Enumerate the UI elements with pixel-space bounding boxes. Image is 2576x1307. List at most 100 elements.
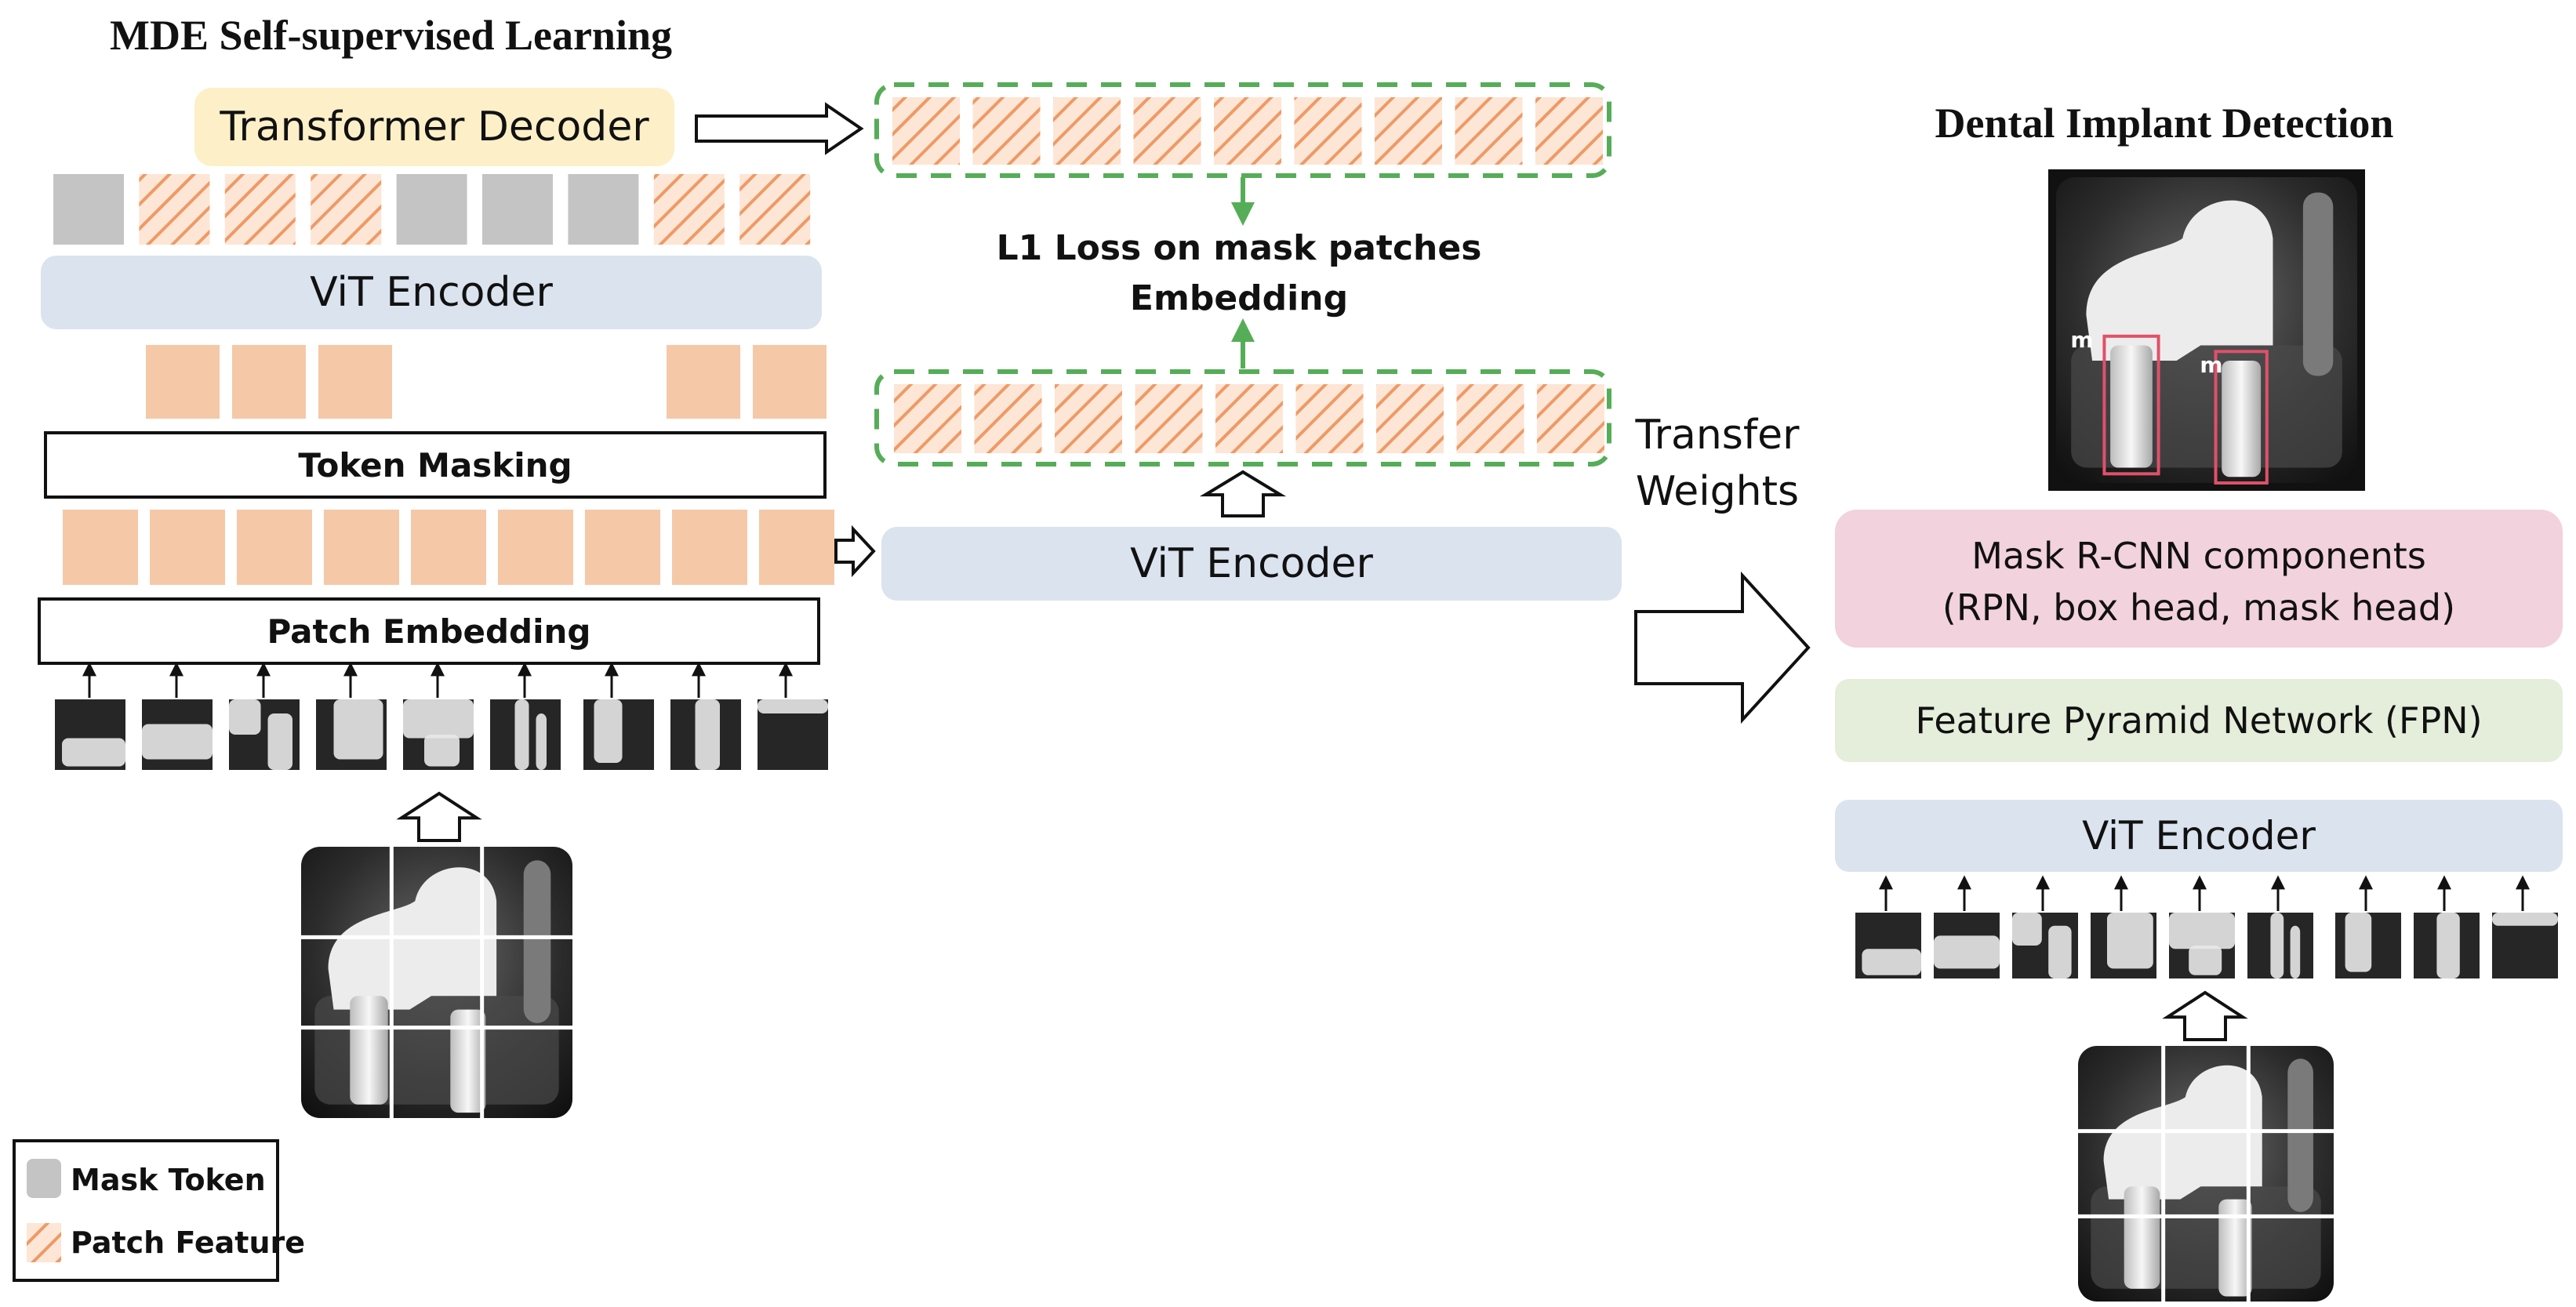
image-patch-right-5-tissue-0 bbox=[2270, 913, 2284, 978]
reconstructed-patch-2 bbox=[1053, 97, 1121, 165]
mask-token-6 bbox=[568, 174, 639, 245]
image-patch-right-2-tissue-0 bbox=[2012, 913, 2042, 946]
xray-detection-output-detection-box-1 bbox=[2214, 350, 2269, 485]
image-patch-right-4 bbox=[2169, 913, 2235, 978]
right-section-title: Dental Implant Detection bbox=[1935, 100, 2394, 147]
target-patch-4 bbox=[1215, 384, 1283, 453]
decoded-patch-token-7 bbox=[653, 174, 725, 245]
patch-embedding-token-1 bbox=[150, 510, 225, 585]
target-patch-0 bbox=[894, 384, 961, 453]
visible-embedding-2 bbox=[318, 345, 392, 419]
xray-detection-output-root bbox=[2302, 192, 2334, 376]
target-patch-8 bbox=[1537, 384, 1604, 453]
reconstructed-patch-3 bbox=[1133, 97, 1201, 165]
encoder-to-target-arrow bbox=[1199, 470, 1287, 517]
decoded-patch-token-3 bbox=[311, 174, 382, 245]
loss-label-line1: L1 Loss on mask patches bbox=[996, 227, 1482, 268]
image-patch-left-1 bbox=[142, 699, 213, 770]
visible-embedding-0 bbox=[146, 345, 220, 419]
image-patch-left-4 bbox=[403, 699, 474, 770]
xray-image-left bbox=[301, 847, 572, 1118]
reconstructed-patch-4 bbox=[1214, 97, 1281, 165]
xray-detection-output bbox=[2056, 177, 2357, 485]
patch-embedding-box bbox=[38, 597, 820, 665]
mask-rcnn-label-line1: Mask R-CNN components bbox=[1971, 535, 2426, 577]
image-patch-left-7-tissue-0 bbox=[695, 699, 720, 770]
vit-encoder-box-right bbox=[1835, 800, 2563, 872]
patch-embedding-token-2 bbox=[237, 510, 312, 585]
detection-tag-1: m bbox=[2070, 326, 2094, 353]
target-patch-2 bbox=[1055, 384, 1122, 453]
loss-label-line2: Embedding bbox=[1129, 278, 1349, 318]
reconstructed-patch-5 bbox=[1294, 97, 1362, 165]
image-patch-right-6 bbox=[2335, 913, 2401, 978]
embedding-to-encoder-arrow bbox=[834, 525, 876, 578]
visible-embedding-1 bbox=[232, 345, 306, 419]
xray-detection-output-crown bbox=[2086, 200, 2273, 361]
reconstructed-patch-0 bbox=[892, 97, 960, 165]
token-masking-label: Token Masking bbox=[298, 445, 572, 485]
decoder-output-arrow bbox=[695, 102, 864, 155]
image-patch-right-2-tissue-1 bbox=[2048, 925, 2072, 978]
target-patch-3 bbox=[1135, 384, 1203, 453]
mask-rcnn-label-line2: (RPN, box head, mask head) bbox=[1942, 586, 2456, 629]
vit-encoder-label-middle: ViT Encoder bbox=[1130, 540, 1373, 587]
image-patch-left-2-tissue-1 bbox=[267, 713, 292, 770]
reconstructed-patch-1 bbox=[972, 97, 1041, 165]
image-patch-right-4-tissue-1 bbox=[2189, 946, 2222, 975]
transfer-label-line2: Weights bbox=[1635, 468, 1800, 515]
image-patch-right-4-tissue-0 bbox=[2169, 913, 2235, 949]
image-patch-left-5-tissue-1 bbox=[536, 713, 547, 770]
visible-embedding-7 bbox=[667, 345, 740, 419]
vit-encoder-box-middle bbox=[881, 527, 1622, 601]
transfer-label-line1: Transfer bbox=[1635, 412, 1800, 459]
image-patch-left-2 bbox=[229, 699, 300, 770]
xray-detection-output-detection-box-0 bbox=[2102, 334, 2160, 476]
image-patch-left-0 bbox=[55, 699, 125, 770]
image-patch-left-3-tissue-0 bbox=[333, 699, 383, 760]
mask-token-5 bbox=[482, 174, 553, 245]
xray-detection-output-implant-1 bbox=[2222, 361, 2262, 477]
transformer-decoder-box bbox=[194, 88, 674, 166]
mask-token-0 bbox=[53, 174, 124, 245]
image-patch-left-5 bbox=[490, 699, 561, 770]
image-patch-left-6 bbox=[583, 699, 654, 770]
decoded-patch-token-1 bbox=[139, 174, 210, 245]
vit-encoder-box-left bbox=[41, 256, 822, 329]
reconstructed-patch-6 bbox=[1375, 97, 1442, 165]
patch-embedding-token-5 bbox=[498, 510, 573, 585]
image-patch-right-0 bbox=[1855, 913, 1921, 978]
image-patch-right-7-tissue-0 bbox=[2436, 913, 2460, 978]
patch-embedding-token-6 bbox=[585, 510, 660, 585]
xray-image-right-implant-0 bbox=[2124, 1186, 2160, 1289]
xray-image-left-implant-0 bbox=[350, 996, 388, 1105]
vit-encoder-label-right: ViT Encoder bbox=[2082, 813, 2316, 859]
transfer-weights-arrow bbox=[1634, 571, 1811, 724]
left-section-title: MDE Self-supervised Learning bbox=[110, 12, 673, 59]
image-patch-right-8 bbox=[2492, 913, 2558, 978]
image-patch-right-0-tissue-0 bbox=[1862, 949, 1921, 975]
legend-mask-token-swatch bbox=[27, 1159, 61, 1198]
image-patch-right-5-tissue-1 bbox=[2290, 925, 2301, 978]
image-patch-left-5-tissue-0 bbox=[514, 699, 529, 770]
image-patch-right-8-tissue-0 bbox=[2492, 913, 2558, 926]
visible-embedding-8 bbox=[753, 345, 827, 419]
image-patch-left-2-tissue-0 bbox=[229, 699, 261, 735]
xray-image-left-root bbox=[523, 860, 551, 1023]
mask-token-4 bbox=[396, 174, 467, 245]
fpn-box bbox=[1835, 679, 2563, 762]
fpn-label: Feature Pyramid Network (FPN) bbox=[1915, 699, 2483, 742]
patch-embedding-label: Patch Embedding bbox=[267, 612, 591, 651]
patch-embedding-token-4 bbox=[411, 510, 486, 585]
patch-embedding-token-7 bbox=[672, 510, 747, 585]
image-patch-left-8-tissue-0 bbox=[758, 699, 828, 713]
detection-tag-2: m bbox=[2200, 351, 2223, 378]
image-patch-left-3 bbox=[316, 699, 387, 770]
image-patch-right-3-tissue-0 bbox=[2107, 913, 2153, 969]
image-patch-right-5 bbox=[2247, 913, 2313, 978]
reconstructed-patch-8 bbox=[1535, 97, 1603, 165]
token-masking-box bbox=[44, 431, 827, 499]
transformer-decoder-label: Transformer Decoder bbox=[220, 103, 649, 151]
